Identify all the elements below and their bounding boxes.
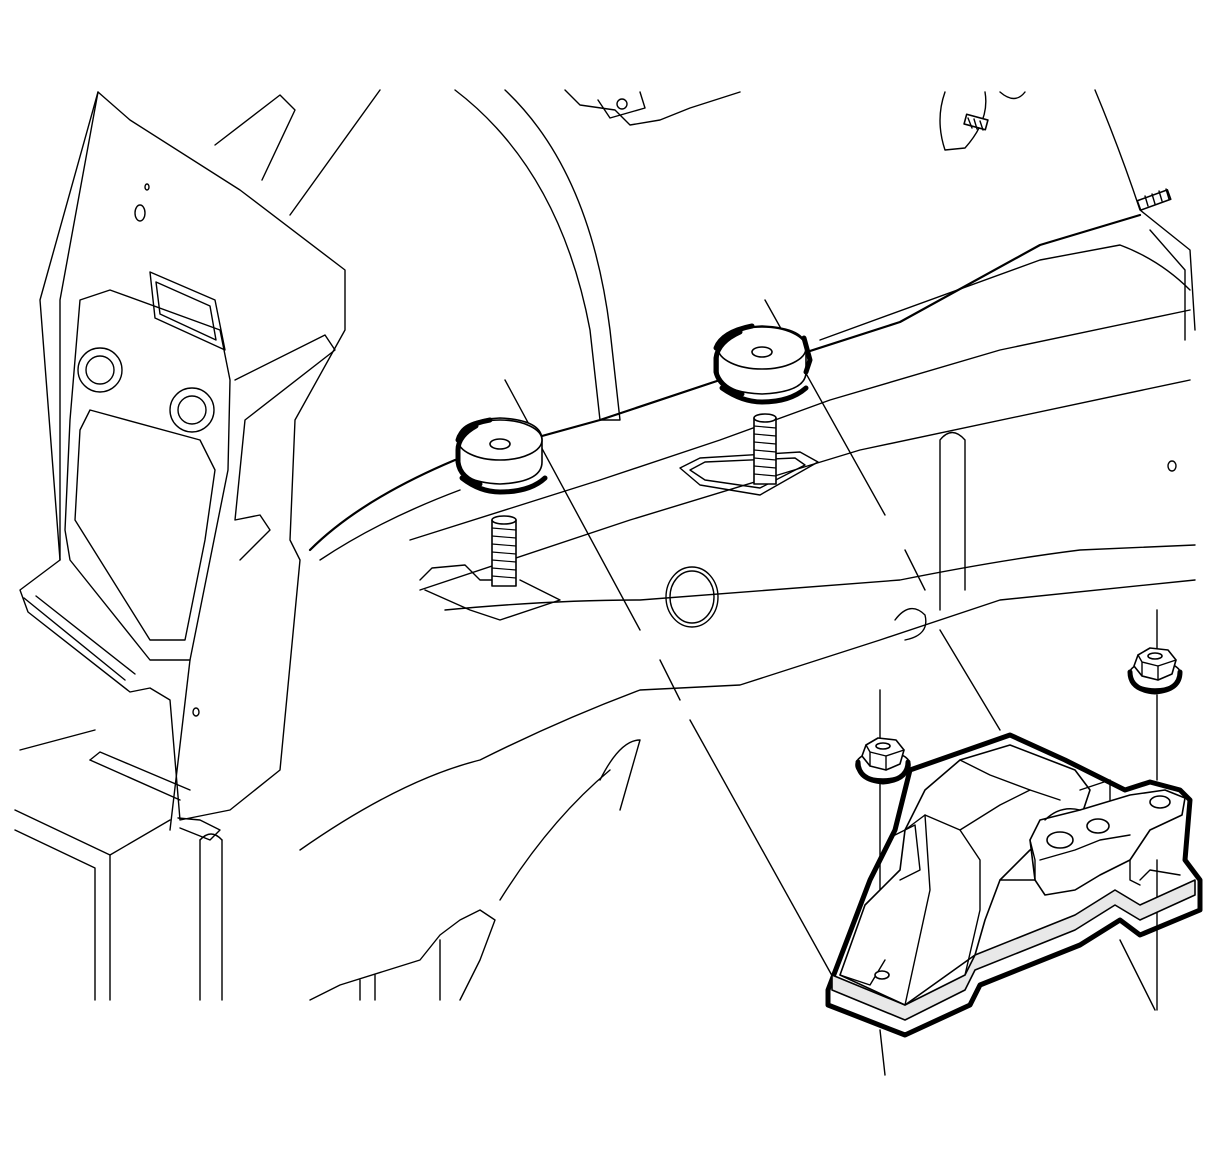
- right-stud: [753, 413, 777, 485]
- upper-wheelhouse-panel: [214, 89, 1196, 421]
- right-nut: [1127, 647, 1183, 695]
- frame-rail: [299, 213, 1196, 1001]
- left-body-panel: [19, 91, 346, 841]
- left-nut: [855, 737, 911, 785]
- lower-left-floor: [14, 729, 223, 1001]
- right-washer-upper: [713, 323, 807, 397]
- left-washer-lower: [459, 475, 548, 495]
- mount-arm: [1029, 789, 1186, 896]
- left-washer-upper: [455, 417, 543, 487]
- right-washer-lower: [719, 335, 813, 405]
- left-stud: [491, 515, 517, 587]
- leader-lines: [504, 299, 1158, 1076]
